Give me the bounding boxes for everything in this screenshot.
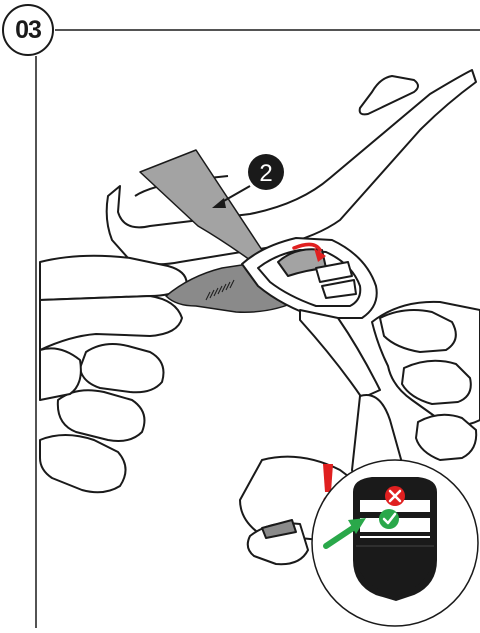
green-arrow-icon [323, 518, 366, 549]
step-badge: 03 [2, 4, 54, 56]
callout-label: 2 [259, 160, 272, 187]
callout-circle [248, 154, 284, 190]
error-x-icon [385, 486, 405, 506]
frame [35, 29, 480, 628]
buckle [241, 237, 378, 319]
curved-arrow-icon [292, 242, 326, 262]
left-hand-front [39, 295, 183, 494]
detail-inset [311, 459, 479, 627]
strap-teeth [205, 279, 235, 301]
left-hand-back [39, 254, 188, 301]
callout-pointer [221, 185, 251, 203]
right-hand [371, 300, 480, 461]
step-number: 03 [15, 15, 42, 44]
inset-buckle [353, 477, 437, 602]
callout-arrowhead [212, 198, 226, 208]
check-icon [379, 509, 399, 529]
callout-marker: 2 [212, 154, 284, 208]
